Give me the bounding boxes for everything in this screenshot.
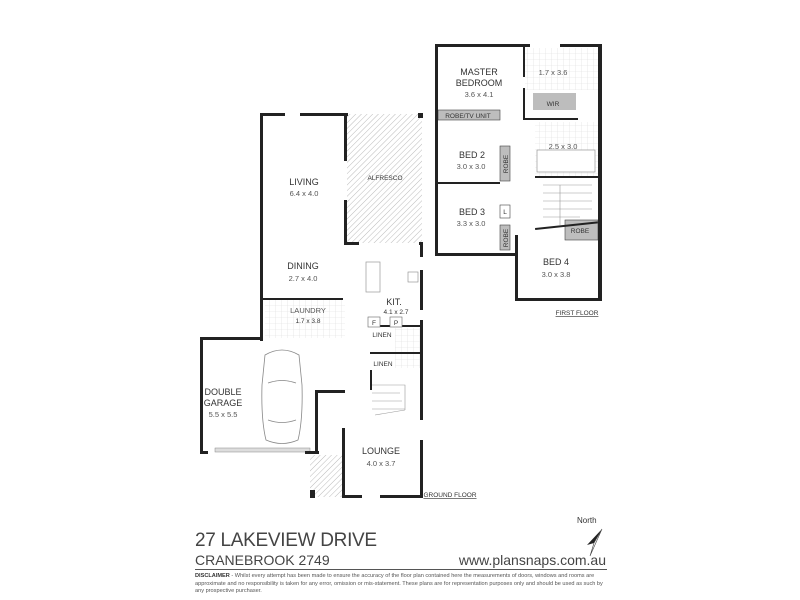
address-title: 27 LAKEVIEW DRIVE	[195, 530, 377, 551]
ground-stairs	[372, 384, 406, 416]
porch-area	[310, 455, 342, 497]
disclaimer: DISCLAIMER - Whilst every attempt has be…	[195, 573, 607, 596]
pantry-label: P	[394, 320, 398, 327]
bed4-robe-label: ROBE	[571, 228, 590, 235]
bed3-robe-label: ROBE	[503, 228, 510, 247]
robe-tv-label: ROBE/TV UNIT	[445, 113, 491, 120]
north-arrow-icon	[587, 528, 603, 557]
bed2-label: BED 2	[459, 150, 485, 160]
bed4-label: BED 4	[543, 257, 569, 267]
laundry-floor	[265, 300, 345, 338]
laundry-label: LAUNDRY	[290, 306, 326, 315]
fridge-label: F	[372, 320, 376, 327]
dining-size: 2.7 x 4.0	[289, 274, 318, 283]
first-floor-stairs	[543, 184, 592, 225]
bed3-size: 3.3 x 3.0	[457, 219, 486, 228]
alfresco-label: ALFRESCO	[367, 175, 402, 182]
room-labels: LIVING 6.4 x 4.0 ALFRESCO DINING 2.7 x 4…	[204, 67, 599, 499]
living-size: 6.4 x 4.0	[290, 189, 319, 198]
cooktop-icon	[407, 271, 419, 283]
master-size: 3.6 x 4.1	[465, 90, 494, 99]
dining-label: DINING	[287, 261, 319, 271]
bed3-label: BED 3	[459, 207, 485, 217]
bathtub	[536, 149, 596, 173]
living-label: LIVING	[289, 177, 319, 187]
ensuite-size: 1.7 x 3.6	[539, 68, 568, 77]
bed2-size: 3.0 x 3.0	[457, 162, 486, 171]
ground-floor-label: GROUND FLOOR	[423, 492, 476, 499]
bathroom-size: 2.5 x 3.0	[549, 142, 578, 151]
laundry-size: 1.7 x 3.8	[296, 318, 321, 325]
first-floor-plan	[435, 44, 602, 301]
first-floor-label: FIRST FLOOR	[556, 310, 599, 317]
linen-label-1: LINEN	[372, 332, 391, 339]
disclaimer-heading: DISCLAIMER	[195, 573, 230, 579]
divider	[195, 569, 607, 570]
wir-shelving	[533, 93, 576, 110]
master-label-1: MASTER	[460, 67, 498, 77]
wir-label: WIR	[547, 101, 560, 108]
kitchen-label: KIT.	[386, 297, 402, 307]
powder-room-floor	[395, 328, 420, 368]
lounge-label: LOUNGE	[362, 446, 400, 456]
bed2-robe-label: ROBE	[503, 154, 510, 173]
suburb-label: CRANEBROOK 2749	[195, 552, 330, 568]
bed4-size: 3.0 x 3.8	[542, 270, 571, 279]
garage-label-1: DOUBLE	[204, 387, 241, 397]
disclaimer-text: - Whilst every attempt has been made to …	[195, 573, 603, 594]
kitchen-size: 4.1 x 2.7	[384, 309, 409, 316]
lounge-size: 4.0 x 3.7	[367, 459, 396, 468]
north-label: North	[577, 516, 597, 525]
bed3-linen-label: L	[503, 209, 507, 216]
ground-floor-plan	[200, 113, 423, 498]
kitchen-island	[365, 261, 381, 293]
garage-size: 5.5 x 5.5	[209, 410, 238, 419]
car-icon	[261, 349, 303, 444]
website-link[interactable]: www.plansnaps.com.au	[458, 552, 606, 568]
garage-label-2: GARAGE	[204, 398, 243, 408]
linen-label-2: LINEN	[373, 361, 392, 368]
master-label-2: BEDROOM	[456, 78, 503, 88]
alfresco-area	[347, 114, 422, 243]
